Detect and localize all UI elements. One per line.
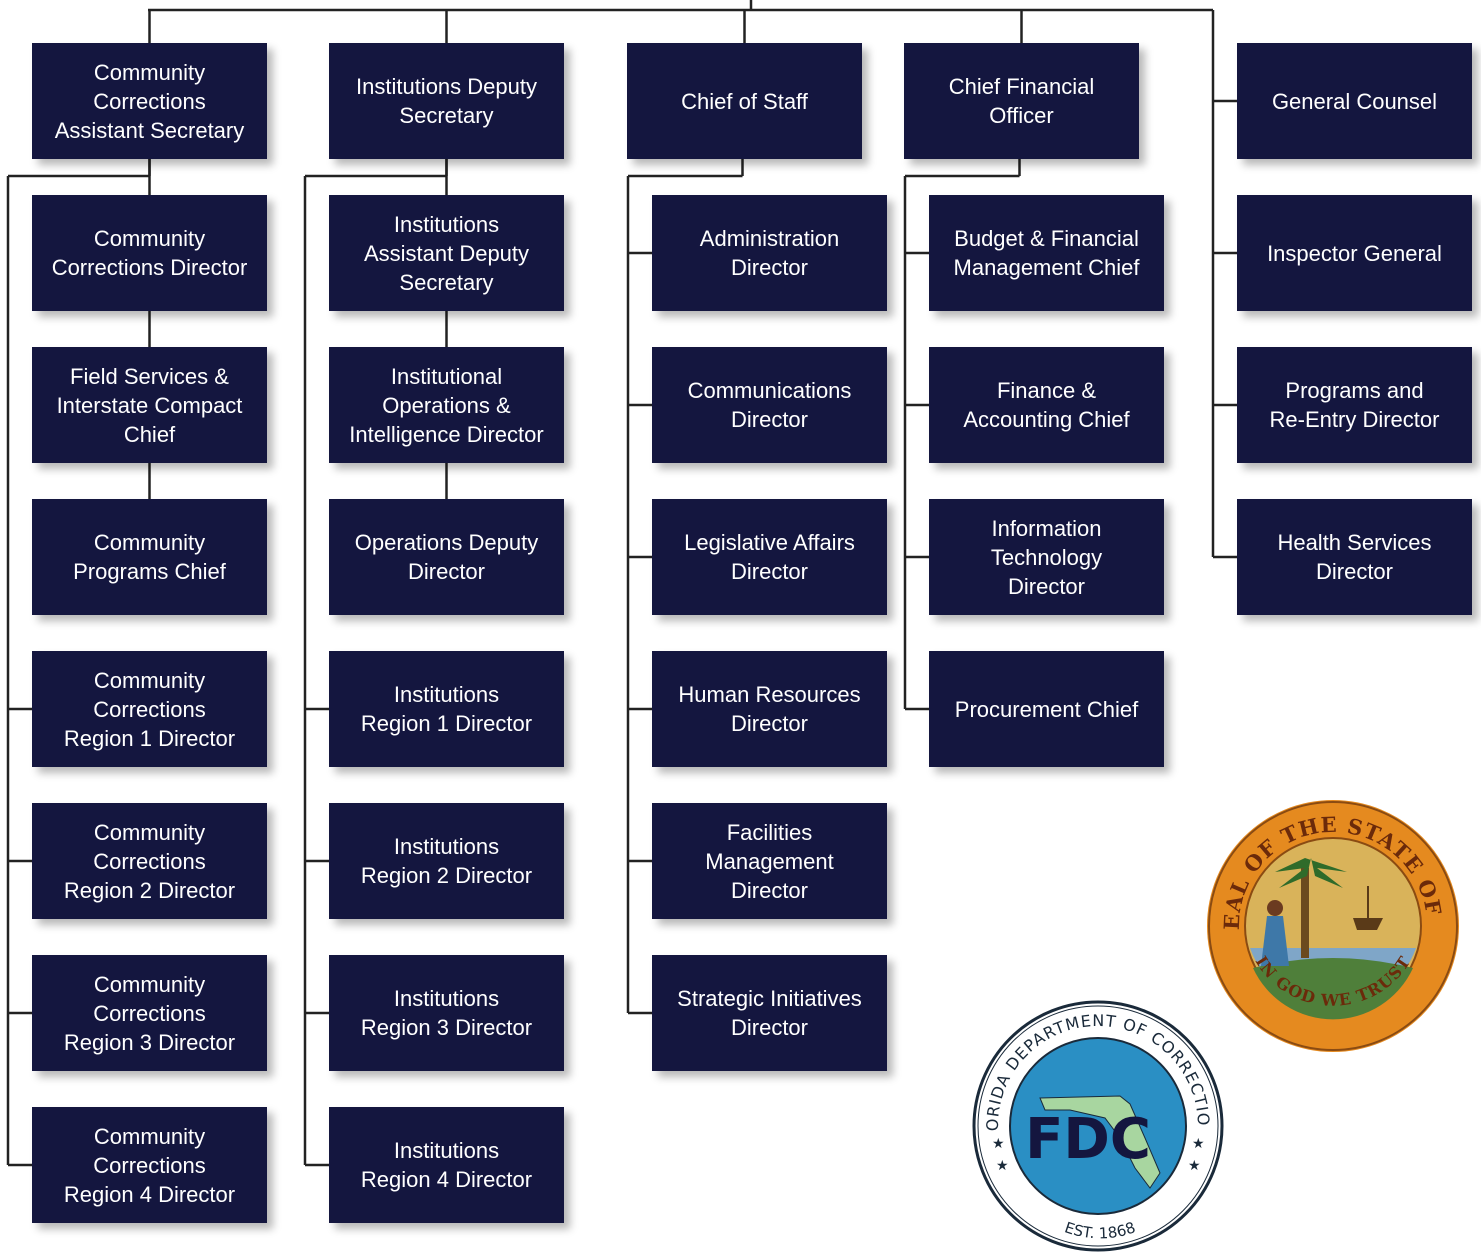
org-box-finance-accounting-chief[interactable]: Finance & Accounting Chief xyxy=(929,347,1164,463)
org-box-field-services-interstate-compact-chief[interactable]: Field Services & Interstate Compact Chie… xyxy=(32,347,267,463)
org-box-legislative-affairs-director[interactable]: Legislative Affairs Director xyxy=(652,499,887,615)
org-box-community-corrections-region-1-director[interactable]: Community Corrections Region 1 Director xyxy=(32,651,267,767)
svg-text:★: ★ xyxy=(1192,1135,1205,1151)
org-box-community-programs-chief[interactable]: Community Programs Chief xyxy=(32,499,267,615)
svg-text:★: ★ xyxy=(1188,1157,1201,1173)
org-box-operations-deputy-director[interactable]: Operations Deputy Director xyxy=(329,499,564,615)
org-box-human-resources-director[interactable]: Human Resources Director xyxy=(652,651,887,767)
org-box-chief-financial-officer[interactable]: Chief Financial Officer xyxy=(904,43,1139,159)
org-box-institutions-region-4-director[interactable]: Institutions Region 4 Director xyxy=(329,1107,564,1223)
svg-text:★: ★ xyxy=(992,1135,1005,1151)
org-box-institutional-operations-intelligence-director[interactable]: Institutional Operations & Intelligence … xyxy=(329,347,564,463)
org-box-information-technology-director[interactable]: Information Technology Director xyxy=(929,499,1164,615)
org-box-inspector-general[interactable]: Inspector General xyxy=(1237,195,1472,311)
org-box-procurement-chief[interactable]: Procurement Chief xyxy=(929,651,1164,767)
org-box-programs-and-re-entry-director[interactable]: Programs and Re-Entry Director xyxy=(1237,347,1472,463)
org-box-community-corrections-region-4-director[interactable]: Community Corrections Region 4 Director xyxy=(32,1107,267,1223)
org-box-institutions-region-3-director[interactable]: Institutions Region 3 Director xyxy=(329,955,564,1071)
org-box-community-corrections-assistant-secretary[interactable]: Community Corrections Assistant Secretar… xyxy=(32,43,267,159)
org-box-institutions-deputy-secretary[interactable]: Institutions Deputy Secretary xyxy=(329,43,564,159)
org-box-health-services-director[interactable]: Health Services Director xyxy=(1237,499,1472,615)
fdc-monogram: FDC xyxy=(1025,1107,1151,1172)
org-box-budget-financial-management-chief[interactable]: Budget & Financial Management Chief xyxy=(929,195,1164,311)
fdc-seal: FDC FLORIDA DEPARTMENT OF CORRECTIONS ES… xyxy=(964,983,1226,1252)
org-box-institutions-assistant-deputy-secretary[interactable]: Institutions Assistant Deputy Secretary xyxy=(329,195,564,311)
org-box-administration-director[interactable]: Administration Director xyxy=(652,195,887,311)
org-box-community-corrections-region-2-director[interactable]: Community Corrections Region 2 Director xyxy=(32,803,267,919)
svg-text:★: ★ xyxy=(996,1157,1009,1173)
org-box-community-corrections-region-3-director[interactable]: Community Corrections Region 3 Director xyxy=(32,955,267,1071)
org-box-general-counsel[interactable]: General Counsel xyxy=(1237,43,1472,159)
org-box-communications-director[interactable]: Communications Director xyxy=(652,347,887,463)
state-seal: GREAT SEAL OF THE STATE OF FLORIDA IN GO… xyxy=(1195,778,1461,1054)
org-box-chief-of-staff[interactable]: Chief of Staff xyxy=(627,43,862,159)
org-box-community-corrections-director[interactable]: Community Corrections Director xyxy=(32,195,267,311)
org-box-strategic-initiatives-director[interactable]: Strategic Initiatives Director xyxy=(652,955,887,1071)
org-box-institutions-region-1-director[interactable]: Institutions Region 1 Director xyxy=(329,651,564,767)
org-box-institutions-region-2-director[interactable]: Institutions Region 2 Director xyxy=(329,803,564,919)
org-box-facilities-management-director[interactable]: Facilities Management Director xyxy=(652,803,887,919)
